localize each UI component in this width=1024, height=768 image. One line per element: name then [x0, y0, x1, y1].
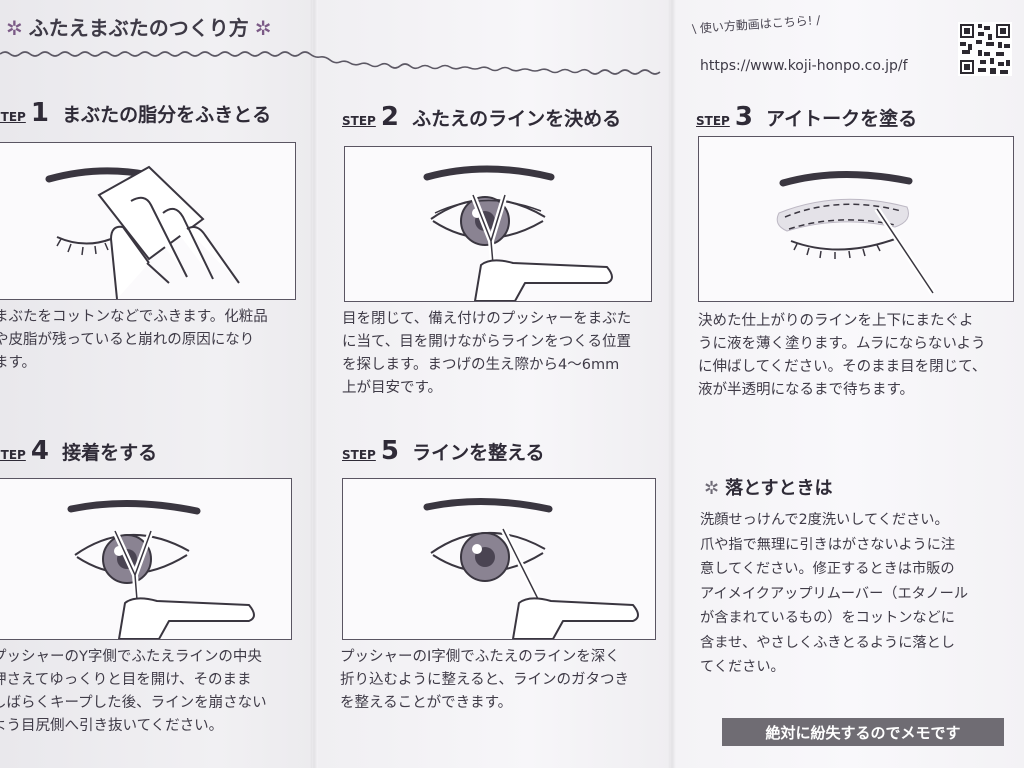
leaflet-panel-right [676, 0, 1024, 768]
description-line: に伸ばしてください。そのまま目を閉じて、 [698, 359, 987, 375]
press-line-illustration [67, 500, 255, 639]
apply-liquid-illustration [776, 171, 936, 295]
step-number: 1 [30, 98, 50, 128]
step-number: 5 [380, 436, 400, 466]
step-number: 3 [734, 102, 754, 132]
description-line: 含ませ、やさしくふきとるように落とし [700, 634, 955, 651]
step-word: STEP [696, 114, 730, 128]
step-4-heading: STEP 4 接着をする [0, 436, 157, 466]
step-title: 接着をする [62, 442, 158, 464]
step-number: 4 [30, 436, 50, 466]
description-line: 意してください。修正するときは市販の [700, 561, 955, 577]
description-line: まぶたをコットンなどでふきます。化粧品 [0, 309, 268, 325]
description-line: よう目尻側へ引き抜いてください。 [0, 718, 224, 734]
step-title: ふたえのラインを決める [412, 108, 622, 130]
step-3-illustration [698, 136, 1014, 302]
removal-heading: ✲落とすときは [704, 474, 833, 500]
description-line: うに液を薄く塗ります。ムラにならないよう [698, 336, 986, 352]
step-1-heading: STEP 1 まぶたの脂分をふきとる [0, 98, 271, 128]
step-1-illustration [0, 142, 296, 300]
flower-star-icon: ✲ [704, 478, 720, 499]
page-title: ✲ふたえまぶたのつくり方✲ [0, 12, 278, 41]
description-line: プッシャーのI字側でふたえのラインを深く [340, 649, 620, 665]
video-url-link[interactable]: https://www.koji-honpo.co.jp/f [700, 58, 908, 74]
step-5-illustration [342, 478, 656, 640]
step-word: STEP [0, 448, 26, 462]
step-5-heading: STEP 5 ラインを整える [342, 436, 545, 466]
step-3-description: 決めた仕上がりのラインを上下にまたぐよ うに液を薄く塗ります。ムラにならないよう… [698, 310, 986, 402]
description-line: プッシャーのY字側でふたえラインの中央 [0, 649, 262, 665]
removal-title: 落とすときは [725, 478, 833, 499]
leaflet-panel-middle [318, 0, 670, 768]
description-line: アイメイクアップリムーバー（エタノール [700, 585, 969, 602]
step-4-illustration [0, 478, 292, 640]
step-number: 2 [380, 102, 400, 132]
pusher-eye-illustration [423, 165, 613, 301]
step-2-heading: STEP 2 ふたえのラインを決める [342, 102, 621, 132]
fold-crease [310, 0, 318, 768]
step-word: STEP [342, 114, 376, 128]
step-word: STEP [342, 448, 376, 462]
description-line: 液が半透明になるまで待ちます。 [698, 382, 915, 398]
step-5-description: プッシャーのI字側でふたえのラインを深く 折り込むように整えると、ラインのガタつ… [340, 646, 629, 715]
description-line: 上が目安です。 [342, 380, 443, 396]
description-line: が含まれているもの）をコットンなどに [700, 610, 955, 626]
description-line: 爪や指で無理に引きはがさないように注 [700, 536, 956, 553]
video-link-area: \ 使い方動画はこちら! / https://www.koji-honpo.co… [688, 13, 950, 76]
step-title: まぶたの脂分をふきとる [62, 104, 272, 126]
memo-caption: 絶対に紛失するのでメモです [722, 718, 1004, 746]
step-title: ラインを整える [412, 442, 545, 464]
wavy-divider [0, 51, 661, 75]
leaflet-panel-left [0, 0, 312, 768]
description-line: 洗顔せっけんで2度洗いしてください。 [700, 512, 949, 528]
description-line: てください。 [700, 659, 785, 675]
flower-star-icon: ✲ [6, 16, 23, 40]
page-title-text: ふたえまぶたのつくり方 [28, 16, 249, 40]
smooth-line-illustration [423, 498, 639, 639]
step-1-description: まぶたをコットンなどでふきます。化粧品 や皮脂が残っていると崩れの原因になり ま… [0, 306, 268, 375]
description-line: を整えることができます。 [340, 695, 513, 711]
qr-code-icon[interactable] [958, 22, 1012, 76]
description-line: ます。 [0, 355, 37, 371]
description-line: 折り込むように整えると、ラインのガタつき [340, 672, 629, 688]
flower-star-icon: ✲ [254, 16, 272, 40]
cotton-wipe-illustration [45, 165, 240, 299]
step-4-description: プッシャーのY字側でふたえラインの中央 押さえてゆっくりと目を開け、そのまま し… [0, 646, 267, 738]
step-word: STEP [0, 110, 26, 124]
description-line: 決めた仕上がりのラインを上下にまたぐよ [698, 313, 974, 329]
description-line: 目を閉じて、備え付けのプッシャーをまぶた [342, 311, 632, 327]
removal-description: 洗顔せっけんで2度洗いしてください。 爪や指で無理に引きはがさないように注 意し… [700, 508, 968, 680]
description-line: を探します。まつげの生え際から4〜6mm [342, 357, 620, 373]
step-3-heading: STEP 3 アイトークを塗る [696, 102, 917, 132]
step-2-description: 目を閉じて、備え付けのプッシャーをまぶた に当て、目を開けながらラインをつくる位… [342, 308, 631, 400]
description-line: や皮脂が残っていると崩れの原因になり [0, 332, 255, 348]
step-title: アイトークを塗る [766, 108, 918, 130]
description-line: に当て、目を開けながらラインをつくる位置 [342, 334, 631, 350]
step-2-illustration [344, 146, 652, 302]
description-line: しばらくキープした後、ラインを崩さない [0, 695, 267, 711]
fold-crease [668, 0, 676, 768]
description-line: 押さえてゆっくりと目を開け、そのまま [0, 672, 252, 688]
